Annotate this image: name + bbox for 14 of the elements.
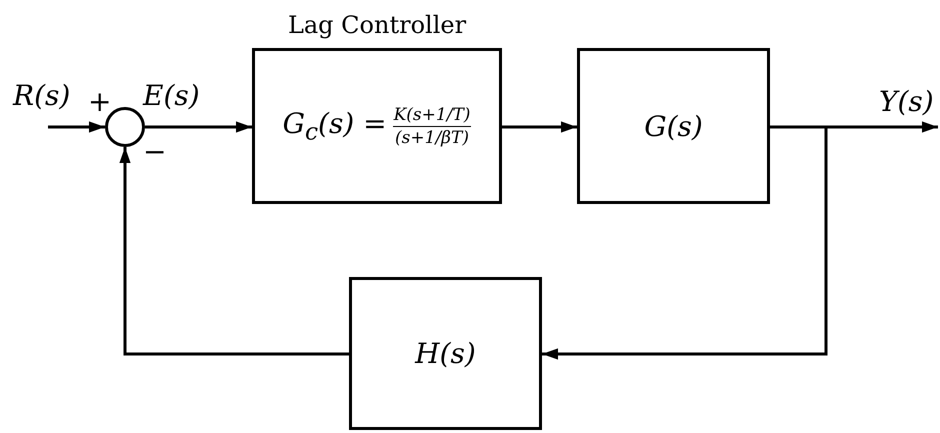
block-title: Lag Controller [286,11,468,39]
signal-arrow [145,121,252,133]
signal-label: Y(s) [878,88,935,116]
transfer-function: H(s) [415,337,476,370]
transfer-function: G(s) [644,110,703,142]
sign-label: + [88,88,112,116]
signal-label: R(s) [12,82,72,110]
block-box [577,48,770,204]
signal-arrow [119,147,349,356]
signal-arrow [48,121,105,133]
block-box [349,277,542,430]
signal-arrow [502,121,577,133]
signal-label: E(s) [142,82,201,110]
sign-label: − [143,138,166,166]
